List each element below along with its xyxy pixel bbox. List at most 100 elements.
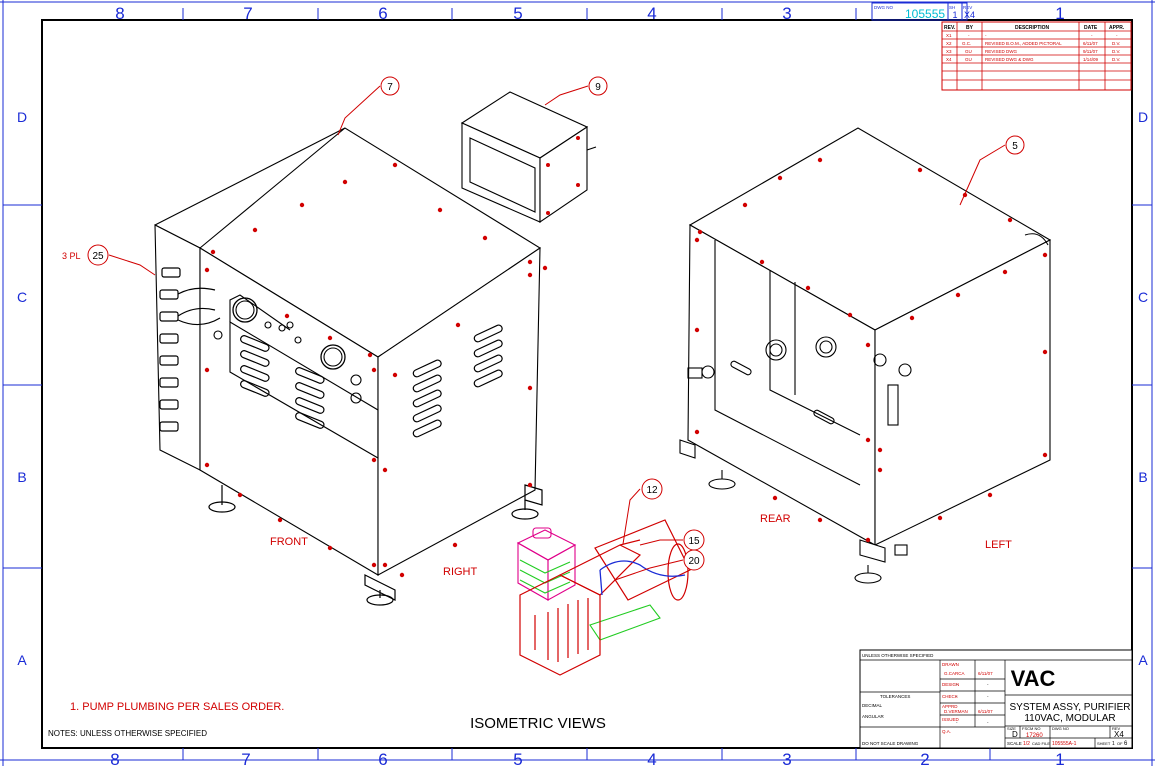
col-label: 5 [513,750,522,766]
col-label: 7 [243,4,252,23]
check-date: - [987,694,989,699]
rev-cell: 9/11/07 [1083,49,1098,54]
title-block: UNLESS OTHERWISE SPECIFIED TOLERANCES DE… [859,649,1133,749]
rev-header: APPR. [1109,25,1125,31]
rev-cell: X3 [946,49,952,54]
col-label: 2 [920,750,929,766]
svg-text:25: 25 [92,251,104,262]
rev-header: REV. [944,25,956,31]
col-label: 5 [513,4,522,23]
dwg-box-rev: X4 [964,10,975,20]
row-label: A [1138,652,1148,668]
view-label-front: FRONT [270,536,308,548]
row-label: B [1138,469,1147,485]
scale-value: 1/2 [1023,741,1030,747]
rev-header: DESCRIPTION [1015,25,1050,31]
col-label: 6 [378,750,387,766]
rev-label: REV [1112,726,1121,731]
design-label: DESIGN [942,682,959,687]
view-label-rear: REAR [760,513,791,525]
screws-controller [546,136,580,215]
rev-cell: 1/14/09 [1083,57,1099,62]
issued-by: - [956,720,958,725]
row-label: D [1138,109,1148,125]
views-caption: ISOMETRIC VIEWS [470,715,606,732]
rev-header: BY [966,25,974,31]
apprd-date: 6/11/07 [978,709,993,714]
balloon-prefix: 3 PL [62,251,81,261]
zone-ticks [3,8,1152,760]
rev-cell: G.C. [962,41,971,46]
view-label-left: LEFT [985,539,1012,551]
rev-cell: X1 [946,33,952,38]
svg-text:20: 20 [688,556,700,567]
col-label: 8 [110,750,119,766]
dwg-box-rev-label: REV [963,5,972,10]
row-label: C [1138,289,1148,305]
callout-balloons [108,85,1006,581]
col-label: 4 [647,750,656,766]
balloon-5: 5 [1005,135,1025,155]
controller-enclosure [460,91,597,224]
rev-cell: - [1091,33,1093,38]
col-label: 8 [115,4,124,23]
of-value: 6 [1124,741,1128,747]
size-label: SIZE [1007,726,1016,731]
apprd-by: D.VERMAN [944,709,968,714]
column-labels-bottom: 8 7 6 5 4 3 2 1 [110,750,1064,766]
balloon-25: 3 PL 25 [62,244,109,266]
svg-text:7: 7 [387,82,393,93]
drawn-by: G.CARCA [944,671,965,676]
row-label: D [17,109,27,125]
fscm-value: 17260 [1026,733,1043,739]
size-value: D [1012,730,1018,739]
rev-header: DATE [1084,25,1098,31]
cad-file-label: CAD FILE [1032,741,1050,746]
col-label: 1 [1055,4,1064,23]
col-label: 3 [782,750,791,766]
scale-label: SCALE [1007,741,1022,746]
rev-cell: REVISED DWG & DWG [985,57,1034,62]
svg-text:9: 9 [595,82,601,93]
rev-value: X4 [1114,730,1124,739]
rev-cell: - [1116,33,1118,38]
rev-cell: D.V. [1112,49,1120,54]
col-label: 7 [241,750,250,766]
col-label: 3 [782,4,791,23]
row-label: A [17,652,27,668]
dwg-box-sheet: 1 [952,10,957,20]
screws-front [204,162,548,578]
rev-cell: REVISED B.O.M., ADDED PICTORAL [985,41,1062,46]
column-labels-top: 8 7 6 5 4 3 1 [115,4,1064,23]
note-1: 1. PUMP PLUMBING PER SALES ORDER. [70,701,284,713]
issued-label: ISSUED [942,717,960,722]
rev-cell: D.V. [1112,57,1120,62]
row-label: B [17,469,26,485]
cabinet-front-right [154,127,543,606]
dwg-box-sheet-label: SH [949,5,955,10]
design-date: - [987,682,989,687]
drawn-label: DRAWN [942,662,959,667]
check-label: CHECK [942,694,958,699]
vacuum-pump [516,519,691,676]
dwg-no-label: DWG NO [1052,726,1069,731]
drawing-title-line1: SYSTEM ASSY, PURIFIER [1010,702,1131,713]
dwg-number-box: DWG NO 105555 SH 1 REV X4 [871,2,975,21]
col-label: 4 [647,4,656,23]
balloon-15: 15 [683,529,705,551]
cabinet-rear-left [679,127,1052,584]
rev-cell: GU [965,49,972,54]
balloon-9: 9 [588,76,608,96]
dwg-box-label: DWG NO [874,5,893,10]
svg-text:15: 15 [688,536,700,547]
svg-text:5: 5 [1012,141,1018,152]
decimal-label: DECIMAL [862,703,883,708]
rev-cell: - [985,33,987,38]
tolerances-label: TOLERANCES [880,694,910,699]
fscm-label: FSCM NO [1022,726,1040,731]
screws-rear [694,157,1048,543]
row-label: C [17,289,27,305]
rev-cell: - [968,33,970,38]
